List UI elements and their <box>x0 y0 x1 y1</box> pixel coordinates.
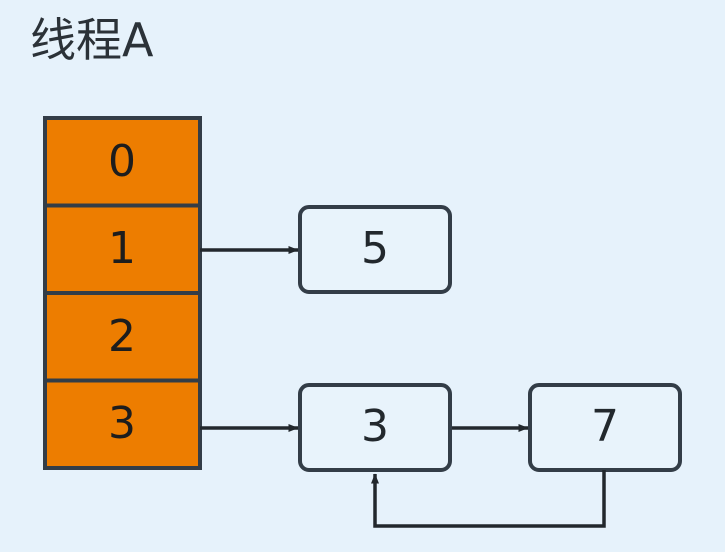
page-title: 线程A <box>30 13 154 67</box>
bucket-array: 0 1 2 3 <box>43 116 202 470</box>
node-7-to-node-3-loop-arrow <box>371 470 606 528</box>
node-3[interactable]: 3 <box>298 383 452 472</box>
node-7[interactable]: 7 <box>528 383 682 472</box>
bucket-cell-2[interactable]: 2 <box>43 291 202 383</box>
node-7-label: 7 <box>591 401 619 452</box>
bucket-cell-0-box <box>43 116 202 208</box>
bucket-cell-3[interactable]: 3 <box>43 378 202 470</box>
node-5[interactable]: 5 <box>298 205 452 294</box>
node-3-label: 3 <box>361 401 389 452</box>
bucket-cell-3-box <box>43 378 202 470</box>
bucket-cell-3-label: 3 <box>108 398 136 449</box>
bucket-cell-1-box <box>43 203 202 295</box>
bucket-cell-1[interactable]: 1 <box>43 203 202 295</box>
node-5-box <box>298 205 452 294</box>
node-5-label: 5 <box>361 223 389 274</box>
bucket-cell-0-label: 0 <box>108 136 136 187</box>
bucket-cell-0[interactable]: 0 <box>43 116 202 208</box>
node-3-box <box>298 383 452 472</box>
bucket-cell-2-label: 2 <box>108 311 136 362</box>
bucket-cell-1-label: 1 <box>108 223 136 274</box>
